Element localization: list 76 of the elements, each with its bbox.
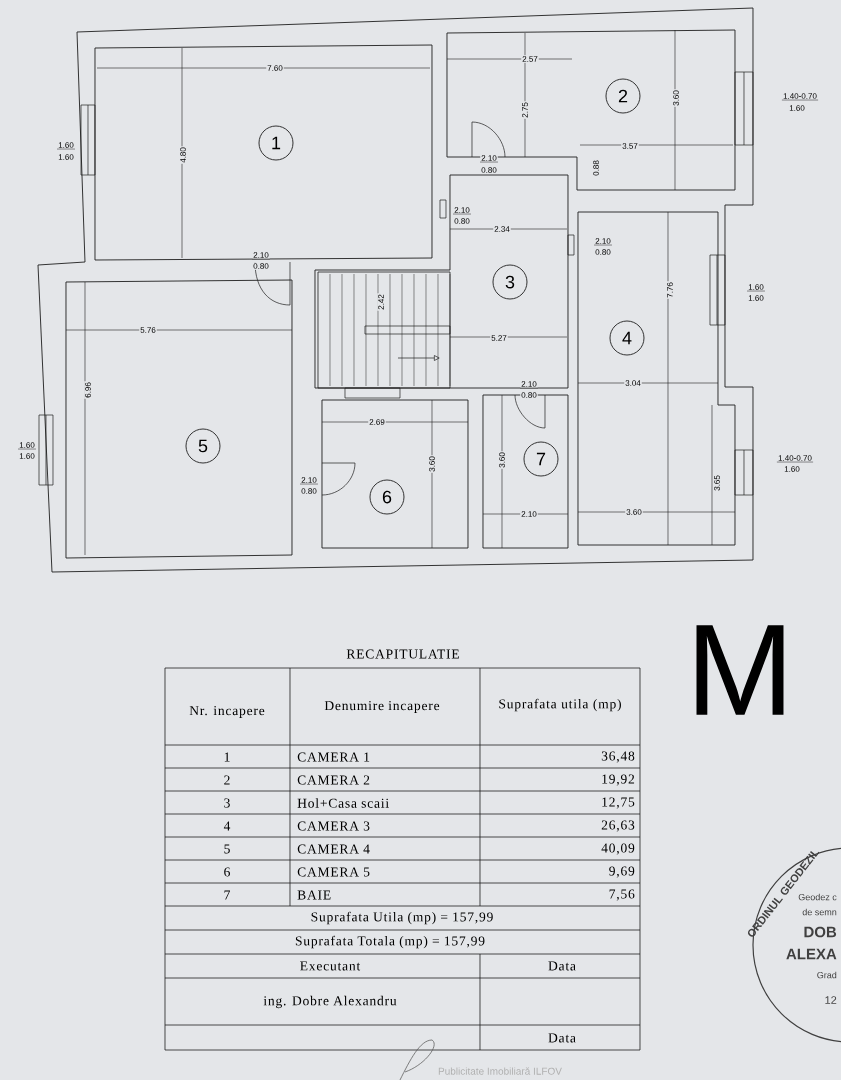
table-text: 2 [224, 775, 230, 785]
table-text: 7 [224, 890, 230, 900]
table-text: Data [548, 961, 576, 971]
table-text: 40,09 [601, 843, 635, 855]
dimension-label: 5.76 [139, 326, 157, 334]
table-text: 9,69 [609, 866, 635, 878]
table-text: 4 [223, 821, 231, 831]
table-text: Data [548, 1033, 576, 1043]
dimension-label: 3.65 [713, 474, 721, 492]
table-text: 1 [224, 752, 230, 762]
size-label: 2.10 [299, 476, 319, 485]
dimension-label: 3.60 [672, 89, 680, 107]
dimension-label: 0.88 [592, 159, 600, 177]
size-label: 0.80 [480, 166, 498, 174]
size-label: 0.80 [453, 217, 471, 225]
table-text: 12,75 [602, 797, 635, 809]
dimension-label: 7.76 [666, 281, 674, 299]
table-text: 6 [224, 867, 230, 877]
dimension-label: 2.34 [493, 225, 511, 233]
table-text: Executant [300, 961, 361, 971]
dimension-label: 2.69 [368, 418, 386, 426]
table-text: 7,56 [609, 889, 635, 901]
table-text: 36,48 [601, 751, 635, 763]
table-text: Denumire incapere [324, 701, 440, 713]
dimension-label: 5.27 [490, 334, 508, 342]
size-label: 1.60 [783, 465, 801, 473]
size-label: 1.40-0.70 [776, 454, 814, 463]
size-label: 0.80 [252, 262, 270, 270]
size-label: 2.10 [479, 154, 499, 163]
dimension-label: 2.42 [377, 293, 385, 311]
table-text: ing. Dobre Alexandru [263, 995, 397, 1009]
table-text: Hol+Casa scaii [297, 798, 389, 808]
stamp-text: de semn [802, 908, 837, 916]
dimension-label: 4.80 [179, 146, 187, 164]
table-title: RECAPITULATIE [346, 649, 459, 659]
table-text: CAMERA 1 [297, 752, 370, 762]
table-text: 19,92 [602, 774, 635, 786]
size-label: 2.10 [251, 251, 271, 260]
size-label: 1.60 [747, 294, 765, 302]
table-text: 26,63 [601, 820, 635, 832]
dimension-label: 7.60 [266, 64, 284, 72]
size-label: 2.10 [593, 237, 613, 246]
dimension-label: 6.96 [84, 381, 92, 399]
stamp-text: 12 [825, 996, 837, 1004]
dimension-label: 2.57 [521, 55, 539, 63]
size-label: 1.60 [746, 283, 766, 292]
table-text: 3 [224, 798, 230, 808]
size-label: 1.60 [18, 452, 36, 460]
size-label: 0.80 [300, 487, 318, 495]
table-text: Nr. incapere [189, 706, 265, 718]
dimension-label: 2.10 [520, 510, 538, 518]
table-text: Suprafata Utila (mp) = 157,99 [311, 911, 493, 925]
size-label: 1.60 [788, 104, 806, 112]
table-text: CAMERA 4 [297, 844, 370, 854]
table-text: CAMERA 3 [297, 821, 370, 831]
dimension-label: 3.60 [625, 508, 643, 516]
table-text: CAMERA 5 [297, 867, 370, 877]
table-text: Suprafata utila (mp) [499, 698, 621, 712]
size-label: 1.60 [17, 441, 37, 450]
size-label: 2.10 [452, 206, 472, 215]
table-text: CAMERA 2 [297, 775, 370, 785]
handwritten-letter: M [696, 625, 784, 715]
dimension-label: 2.75 [521, 101, 529, 119]
stamp-text: DOB [804, 926, 837, 938]
table-text: BAIE [297, 890, 331, 900]
size-label: 1.40-0.70 [781, 92, 819, 101]
stamp-text: ALEXA [786, 948, 837, 960]
size-label: 0.80 [520, 391, 538, 399]
size-label: 2.10 [519, 380, 539, 389]
table-text: Suprafata Totala (mp) = 157,99 [295, 935, 485, 949]
size-label: 1.60 [57, 153, 75, 161]
table-text: 5 [224, 844, 230, 854]
size-label: 1.60 [56, 141, 76, 150]
size-label: 0.80 [594, 248, 612, 256]
stamp-text: Geodez c [798, 893, 837, 901]
stamp-text: Grad [817, 971, 837, 979]
